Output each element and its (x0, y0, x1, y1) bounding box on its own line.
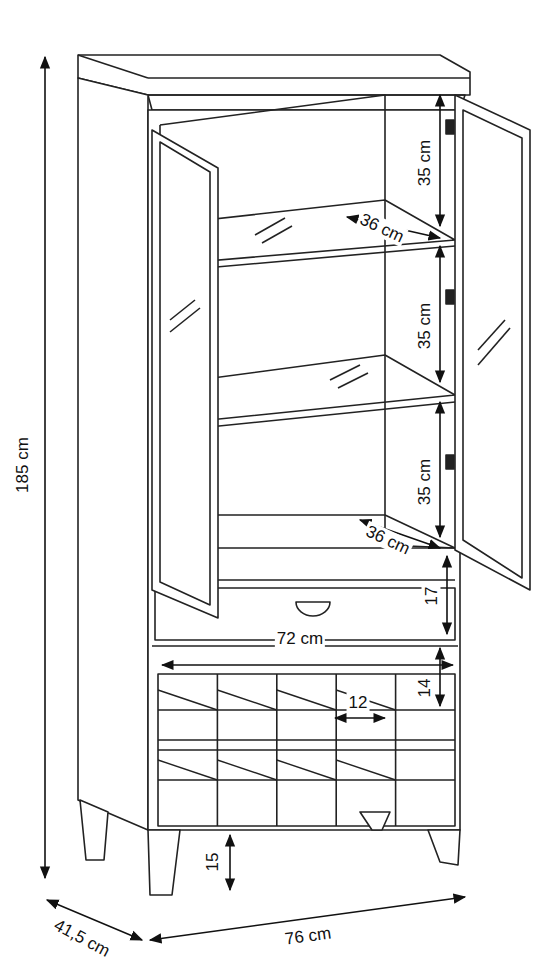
dimension-label: 15 (203, 851, 222, 874)
rack-divider (217, 760, 276, 780)
dimension-label: 14 (415, 677, 434, 700)
dimension-label: 76 cm (282, 923, 334, 949)
dimension-label: 35 cm (415, 301, 434, 351)
rack-divider (336, 760, 395, 780)
rack-divider (217, 674, 219, 826)
rack-divider (217, 690, 276, 710)
rack-divider (335, 674, 337, 826)
dimension-label: 35 cm (415, 138, 434, 188)
dimension-label: 17 (422, 585, 441, 608)
rack-divider (276, 674, 278, 826)
dimension-label: 12 (347, 693, 370, 712)
dimension-label: 185 cm (13, 435, 32, 495)
rack-divider (395, 674, 397, 826)
rack-divider (158, 690, 217, 710)
dimension-label: 35 cm (415, 457, 434, 507)
dimension-label: 72 cm (275, 629, 325, 648)
rack-divider (277, 760, 336, 780)
dimension-label: 41,5 cm (49, 914, 115, 961)
rack-divider (158, 760, 217, 780)
rack-divider (277, 690, 336, 710)
